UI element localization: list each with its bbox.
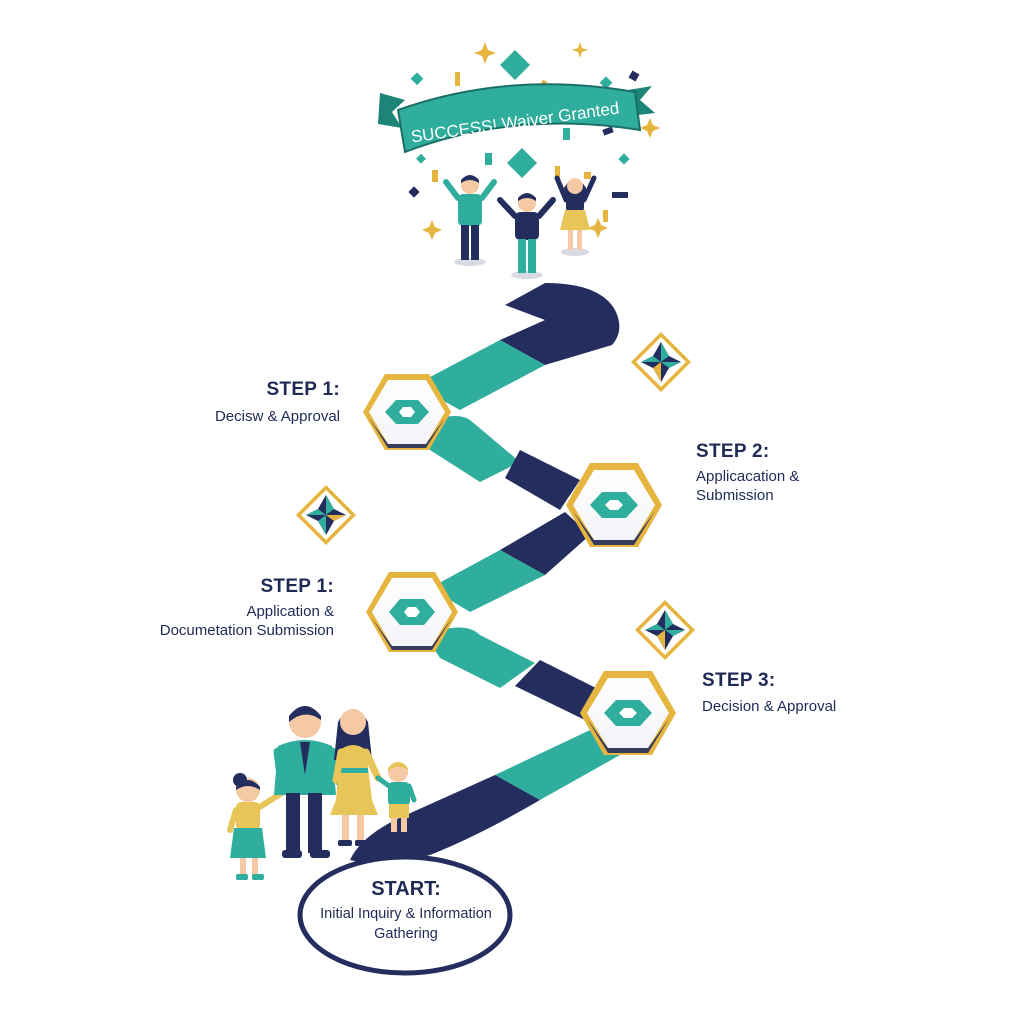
start-title: START: [371,878,441,900]
path-segment-8 [495,730,620,800]
step-description: Decision & Approval [702,697,837,715]
celebrating-person-icon [443,175,497,260]
star-badge-icon [631,332,691,392]
celebrating-person-icon [497,193,556,273]
start-description: Gathering [374,925,438,942]
hexagon-milestone-icon [363,374,451,450]
step-label: STEP 1: Decisw & Approval [215,378,340,427]
path-segment-2 [420,416,520,482]
step-description: Decisw & Approval [214,407,340,425]
path-segment-4 [500,512,590,575]
step-description: Documetation Submission [159,621,334,639]
step-label: STEP 1: Application & Documetation Submi… [160,575,334,640]
journey-path [350,283,620,864]
path-segment-6 [425,627,535,688]
step-title: STEP 3: [702,670,776,691]
confetti-icon [408,42,660,240]
star-badges [296,332,695,660]
family-icon [227,706,417,880]
start-marker [297,854,513,976]
celebrating-person-icon [554,175,597,250]
step-description: Application & [246,602,334,620]
path-segment-9 [350,775,540,864]
step-label: STEP 3: Decision & Approval [702,669,836,717]
step-label: STEP 2: Applicacation & Submission [696,440,799,505]
success-banner [378,83,655,154]
hexagon-milestone-icon [580,671,676,755]
milestone-hexagons [363,374,676,755]
star-badge-icon [635,600,695,660]
start-label: START: Initial Inquiry & Information Gat… [300,878,512,944]
step-title: STEP 1: [266,379,340,400]
star-badge-icon [296,485,356,545]
path-segment-top [500,283,620,365]
path-segment-5 [430,550,545,612]
hexagon-milestone-icon [366,572,458,652]
hexagon-milestone-icon [566,463,662,547]
path-segment-1 [415,340,545,410]
step-description: Submission [696,486,774,504]
step-title: STEP 1: [260,576,334,597]
step-description: Applicacation & [696,467,800,485]
start-description: Initial Inquiry & Information [320,906,492,922]
path-segment-3 [505,450,580,510]
celebrating-people [443,175,597,279]
path-segment-7 [515,660,600,720]
step-title: STEP 2: [696,441,770,462]
